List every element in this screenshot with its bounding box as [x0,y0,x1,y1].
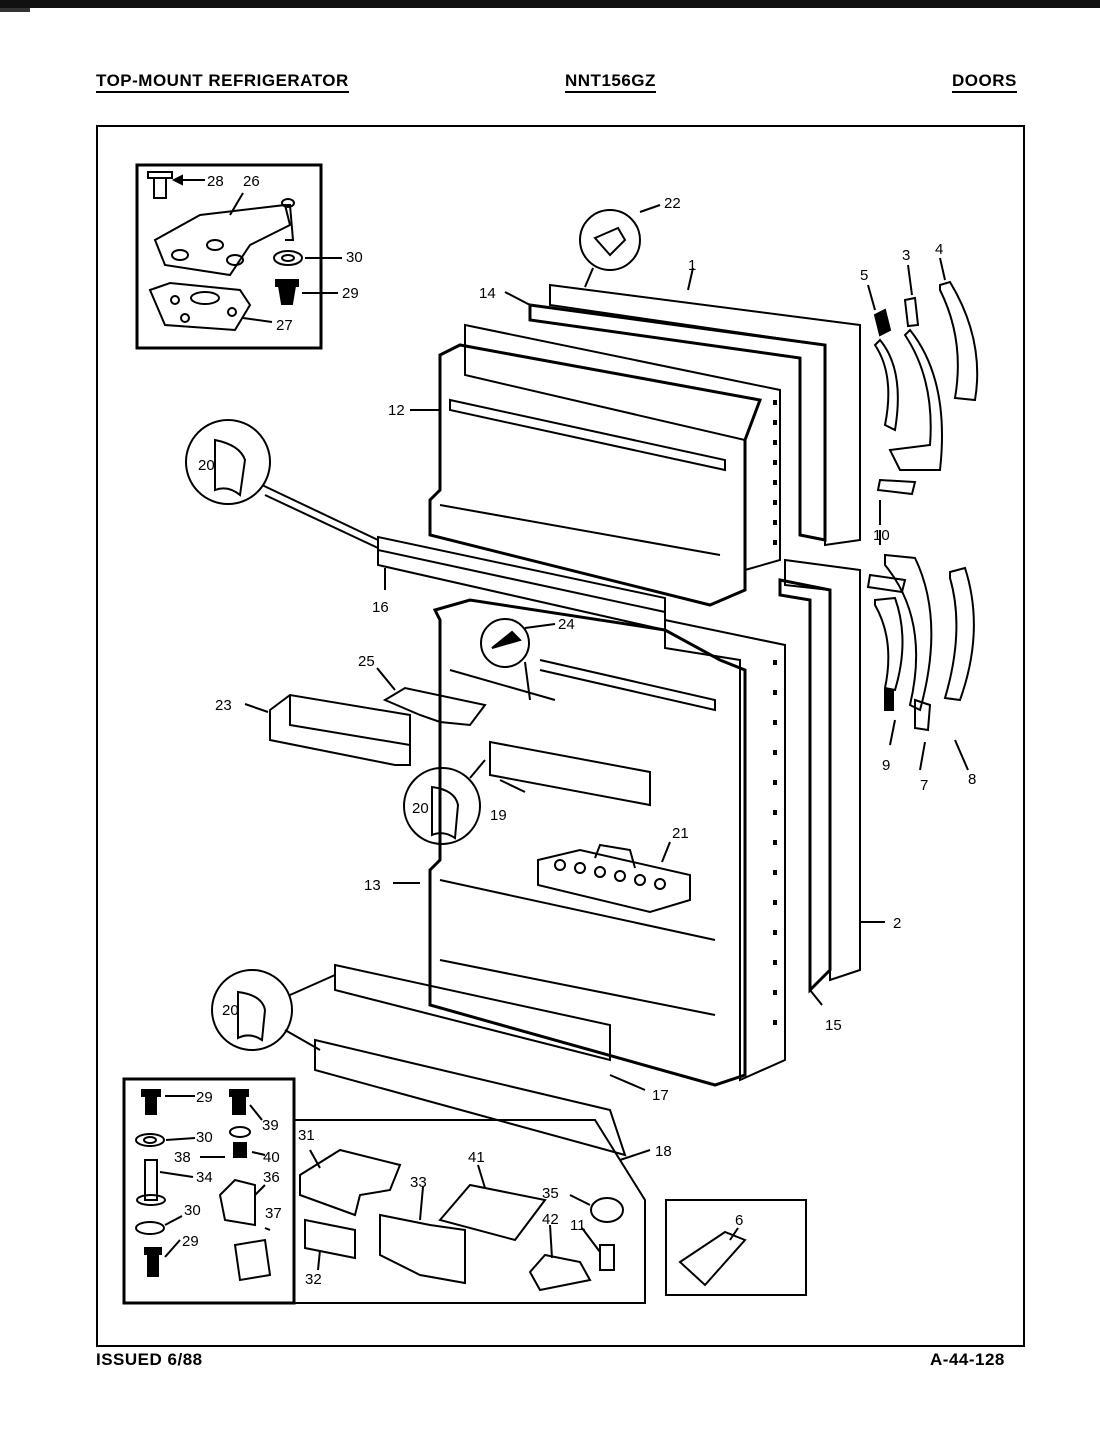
header-title: TOP-MOUNT REFRIGERATOR [96,72,349,93]
label-16: 16 [372,599,389,616]
label-39: 39 [262,1117,279,1134]
label-17: 17 [652,1087,669,1104]
label-10: 10 [873,527,890,544]
label-42: 42 [542,1211,559,1228]
label-35: 35 [542,1185,559,1202]
label-29-c: 29 [182,1233,199,1250]
bottom-hinge-inset [122,1077,646,1305]
dairy-cover [382,686,487,727]
egg-bin-callout [449,618,556,701]
part-labels: 28 26 30 29 27 22 1 14 5 3 4 12 20 10 16… [174,173,976,1288]
label-25: 25 [358,653,375,670]
label-4: 4 [935,241,943,258]
label-27: 27 [276,317,293,334]
label-20-a: 20 [198,457,215,474]
label-18: 18 [655,1143,672,1160]
dairy-bin [244,693,411,766]
label-31: 31 [298,1127,315,1144]
lower-shelf-bars [314,963,651,1161]
label-15: 15 [825,1017,842,1034]
label-28: 28 [207,173,224,190]
label-3: 3 [902,247,910,264]
part-6-inset [665,1199,807,1296]
label-36: 36 [263,1169,280,1186]
label-6: 6 [735,1212,743,1229]
header-model: NNT156GZ [565,72,656,93]
label-21: 21 [672,825,689,842]
label-13: 13 [364,877,381,894]
label-19: 19 [490,807,507,824]
label-29-b: 29 [196,1089,213,1106]
label-1: 1 [688,257,696,274]
label-34: 34 [196,1169,213,1186]
fresh-food-door-outer [778,558,885,1006]
label-7: 7 [920,777,928,794]
label-41: 41 [468,1149,485,1166]
label-20-b: 20 [412,800,429,817]
freezer-door-outer [504,204,861,547]
label-40: 40 [263,1149,280,1166]
top-hinge-inset [135,163,342,350]
label-37: 37 [265,1205,282,1222]
label-38: 38 [174,1149,191,1166]
top-scan-bar [0,0,1100,8]
label-8: 8 [968,771,976,788]
header-section: DOORS [952,72,1017,93]
shelf-clip-callouts [185,419,486,1051]
label-5: 5 [860,267,868,284]
label-30-c: 30 [184,1202,201,1219]
egg-tray [537,841,691,914]
label-29-top: 29 [342,285,359,302]
label-30-top: 30 [346,249,363,266]
footer-code: A-44-128 [930,1350,1005,1369]
label-23: 23 [215,697,232,714]
label-14: 14 [479,285,496,302]
label-2: 2 [893,915,901,932]
diagram-frame [96,125,1025,1347]
label-22: 22 [664,195,681,212]
label-24: 24 [558,616,575,633]
top-scan-mark [0,8,30,12]
handle-and-trim-parts [866,257,979,771]
label-32: 32 [305,1271,322,1288]
fresh-food-shelf-bar [489,740,651,807]
footer-issued: ISSUED 6/88 [96,1350,203,1369]
label-33: 33 [410,1174,427,1191]
label-11: 11 [570,1217,586,1234]
label-20-c: 20 [222,1002,239,1019]
freezer-door-liner [410,323,781,607]
label-30-b: 30 [196,1129,213,1146]
fresh-food-door-liner [393,598,786,1087]
label-26: 26 [243,173,260,190]
label-12: 12 [388,402,405,419]
label-9: 9 [882,757,890,774]
